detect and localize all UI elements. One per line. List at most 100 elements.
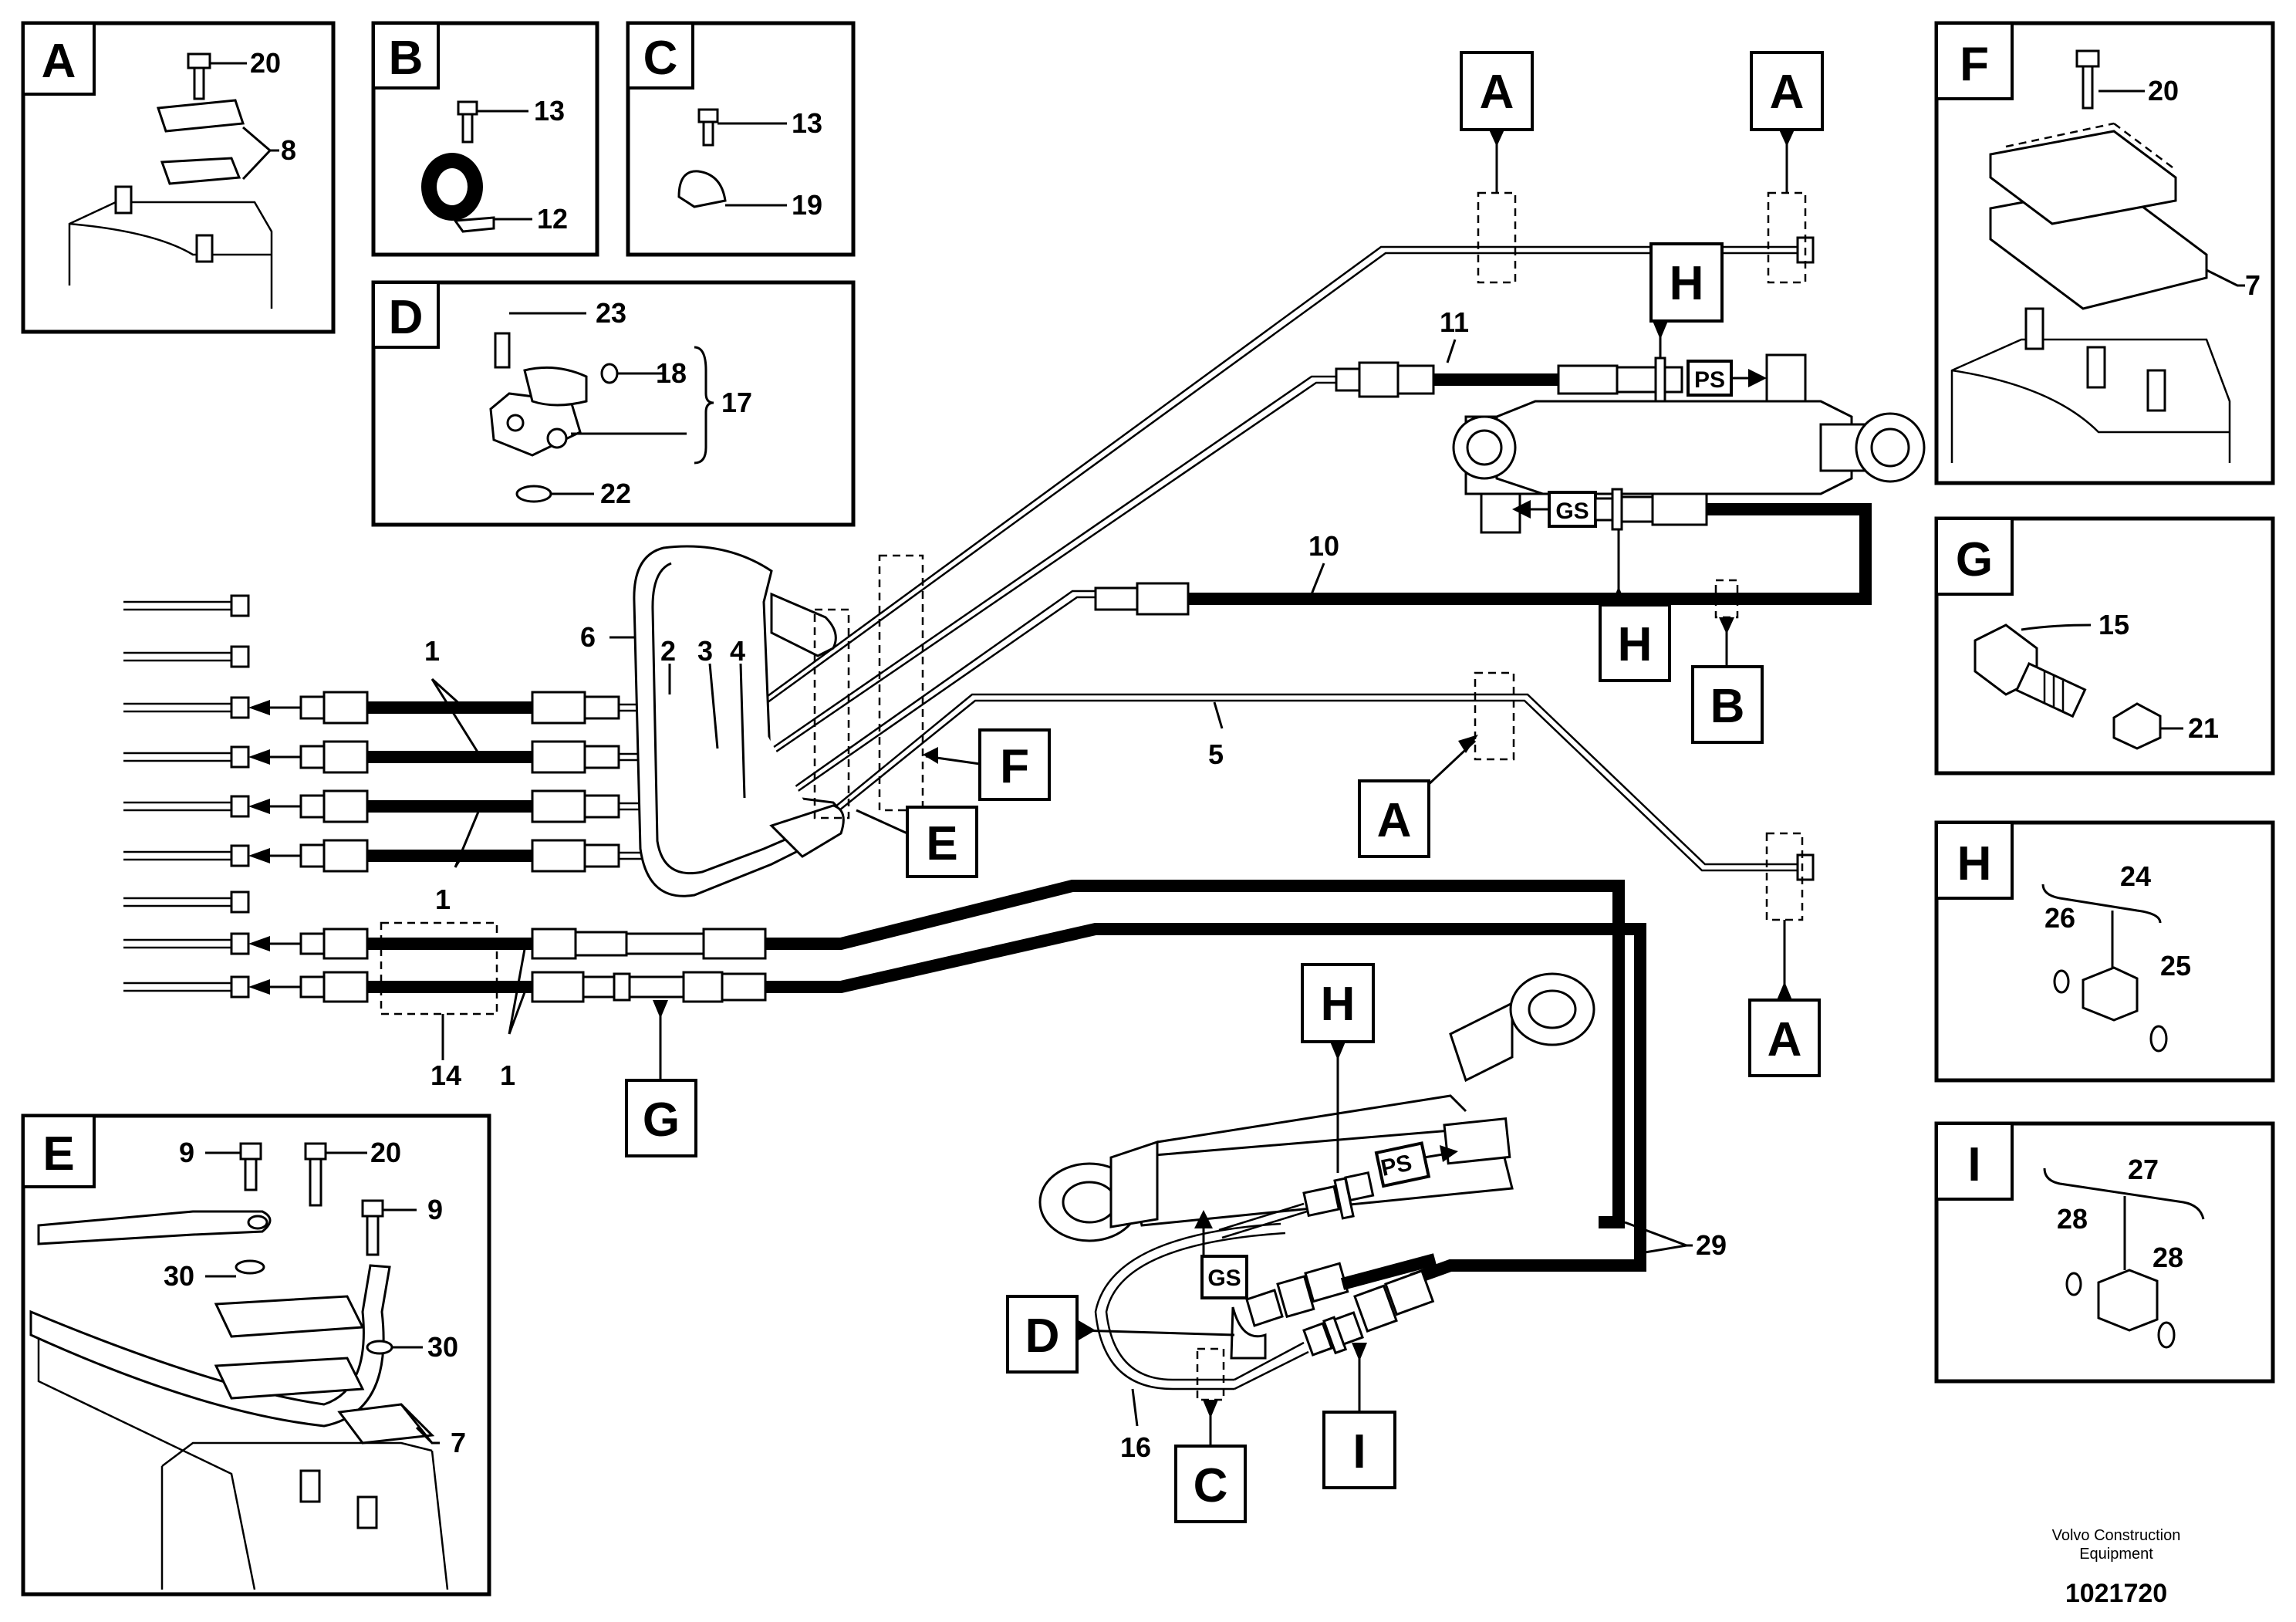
callout-15: 15	[2098, 609, 2129, 640]
inset-c-tag	[626, 22, 694, 90]
inset-a: A 20 8	[21, 21, 336, 334]
callout-23: 23	[596, 297, 626, 329]
dash-14	[380, 921, 498, 1015]
inset-a-letter: A	[42, 35, 76, 88]
inset-f-block	[1950, 338, 2231, 463]
inset-h-brace	[2041, 884, 2162, 924]
dash-f	[878, 554, 924, 812]
svg-text:GS: GS	[1207, 1265, 1241, 1291]
brand-line1: Volvo Construction	[2052, 1527, 2181, 1544]
svg-text:C: C	[1194, 1459, 1228, 1512]
callout-24: 24	[2120, 860, 2151, 892]
inset-f-bolt	[2075, 49, 2100, 68]
inset-e-washer-b	[366, 1340, 393, 1355]
inset-d-tag	[372, 281, 440, 349]
callout-1-upper: 1	[424, 635, 440, 667]
hose-11: 11 PS H	[1335, 242, 1767, 403]
callout-20: 20	[370, 1137, 401, 1168]
hoses-lower: 14 1 G 29	[299, 880, 1727, 1286]
inset-h-tag	[1935, 821, 2014, 900]
callout-30: 30	[164, 1260, 194, 1292]
inset-e-bolt-20	[304, 1142, 327, 1161]
inset-h-fitting	[2082, 966, 2139, 1022]
inset-d-seal	[515, 485, 552, 503]
inset-d-elbow	[523, 366, 588, 407]
inset-f-clamp-upper	[1989, 130, 2177, 225]
inset-g-tag	[1935, 517, 2014, 596]
port-gs-top	[1548, 491, 1597, 528]
ref-a-bottom	[1748, 999, 1821, 1077]
ref-h-lower	[1301, 963, 1375, 1043]
hoses-1: 1 1	[299, 635, 620, 915]
svg-text:E: E	[926, 817, 957, 870]
inset-g-letter: G	[1956, 533, 1993, 586]
inset-e-clamp-lower	[214, 1357, 365, 1400]
inset-d-oring	[600, 363, 619, 384]
tube-16	[1094, 1222, 1286, 1391]
callout-7: 7	[451, 1427, 466, 1458]
svg-text:PS: PS	[1694, 367, 1725, 393]
inset-f: F 20 7	[1934, 21, 2275, 485]
main-diagram: 1 1 6 2 3 4 E F	[123, 51, 1926, 1523]
callout-21: 21	[2188, 712, 2219, 744]
svg-text:H: H	[1321, 978, 1356, 1031]
hose-10: GS 10 H B	[1094, 488, 1872, 744]
port-ps-top	[1687, 360, 1733, 397]
dash-a-top-left	[1477, 191, 1517, 284]
callout-29: 29	[1696, 1229, 1727, 1261]
callout-27: 27	[2128, 1154, 2159, 1185]
inset-c-letter: C	[643, 32, 678, 85]
callout-12: 12	[537, 203, 568, 235]
callout-4: 4	[730, 635, 745, 667]
callout-20: 20	[250, 47, 281, 79]
inset-e-clamp-upper	[214, 1295, 365, 1338]
callout-6: 6	[580, 621, 596, 653]
callout-10: 10	[1308, 530, 1339, 562]
inset-a-block	[68, 201, 273, 309]
callout-7: 7	[2245, 269, 2261, 301]
inset-e-washer-a	[235, 1259, 265, 1275]
callout-2: 2	[660, 635, 676, 667]
ref-i	[1322, 1411, 1396, 1489]
svg-text:H: H	[1618, 618, 1653, 671]
inset-a-clamp-upper	[156, 99, 245, 133]
svg-text:F: F	[1000, 740, 1029, 793]
callout-28: 28	[2152, 1242, 2183, 1273]
inset-h-oring-left	[2053, 969, 2070, 994]
svg-text:GS: GS	[1555, 498, 1589, 524]
cylinder-upper	[1452, 353, 1926, 534]
inset-d-letter: D	[389, 291, 424, 344]
cylinder-lower: PS H GS	[1038, 963, 1595, 1299]
callout-22: 22	[600, 478, 631, 509]
callout-20: 20	[2148, 75, 2179, 106]
inset-c-bolt	[697, 108, 719, 123]
ref-b	[1691, 665, 1764, 744]
callout-18: 18	[656, 357, 687, 389]
callout-1-bottom: 1	[500, 1059, 515, 1091]
ref-h-top	[1649, 242, 1724, 323]
inset-c-clip	[677, 170, 727, 208]
ref-h-mid	[1599, 603, 1671, 682]
callout-26: 26	[2044, 902, 2075, 934]
ref-d	[1006, 1295, 1079, 1374]
inset-g-nut	[2112, 702, 2162, 750]
inset-d-screw	[494, 332, 511, 369]
inset-h-frame	[1934, 820, 2275, 1083]
inset-e-bolt-9b	[361, 1199, 384, 1218]
inset-a-bolt-head	[187, 52, 211, 69]
ref-a-top-right	[1750, 51, 1824, 131]
svg-text:A: A	[1480, 66, 1514, 119]
svg-text:D: D	[1025, 1309, 1060, 1363]
inset-i-oring-right	[2157, 1321, 2176, 1349]
inset-b-tag	[372, 22, 440, 90]
inset-i-fitting	[2097, 1269, 2159, 1332]
inset-e: E 9 20 9 30 30 7	[21, 1113, 491, 1597]
svg-text:I: I	[1352, 1425, 1366, 1478]
callout-13: 13	[534, 95, 565, 127]
inset-b: B 13 12	[371, 21, 599, 257]
inset-i-brace	[2043, 1168, 2205, 1220]
svg-text:H: H	[1670, 257, 1704, 310]
svg-text:A: A	[1770, 66, 1805, 119]
